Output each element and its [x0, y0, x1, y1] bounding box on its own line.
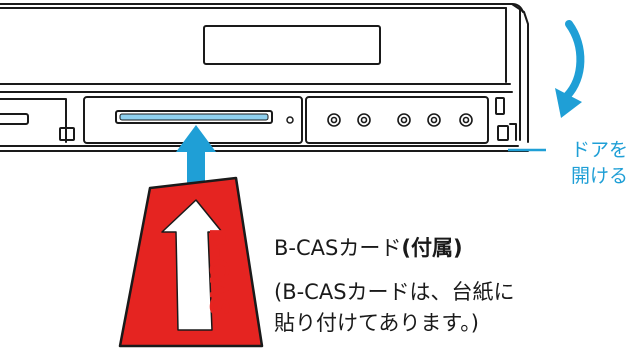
card-face-label: B-CAS [203, 228, 233, 317]
card-included: (付属) [401, 236, 463, 260]
door-open-line-2: 開ける [570, 165, 628, 187]
bcas-card: B-CAS [118, 176, 264, 348]
door-open-line-1: ドアを [570, 139, 628, 161]
card-note-line-1: (B-CASカードは、台紙に [274, 280, 515, 304]
card-note: (B-CASカードは、台紙に 貼り付けてあります。) [274, 277, 515, 339]
card-caption: B-CASカード(付属) [274, 232, 463, 262]
door-open-label: ドアを 開ける [548, 137, 628, 189]
bcas-card-slot [115, 110, 273, 124]
curved-arrow-down-icon [555, 20, 585, 118]
card-arrow-icon [161, 199, 223, 331]
card-title: B-CASカード [274, 236, 402, 260]
front-buttons [327, 113, 473, 127]
recorder-front-panel [0, 3, 529, 152]
card-note-line-2: 貼り付けてあります。) [274, 311, 479, 335]
